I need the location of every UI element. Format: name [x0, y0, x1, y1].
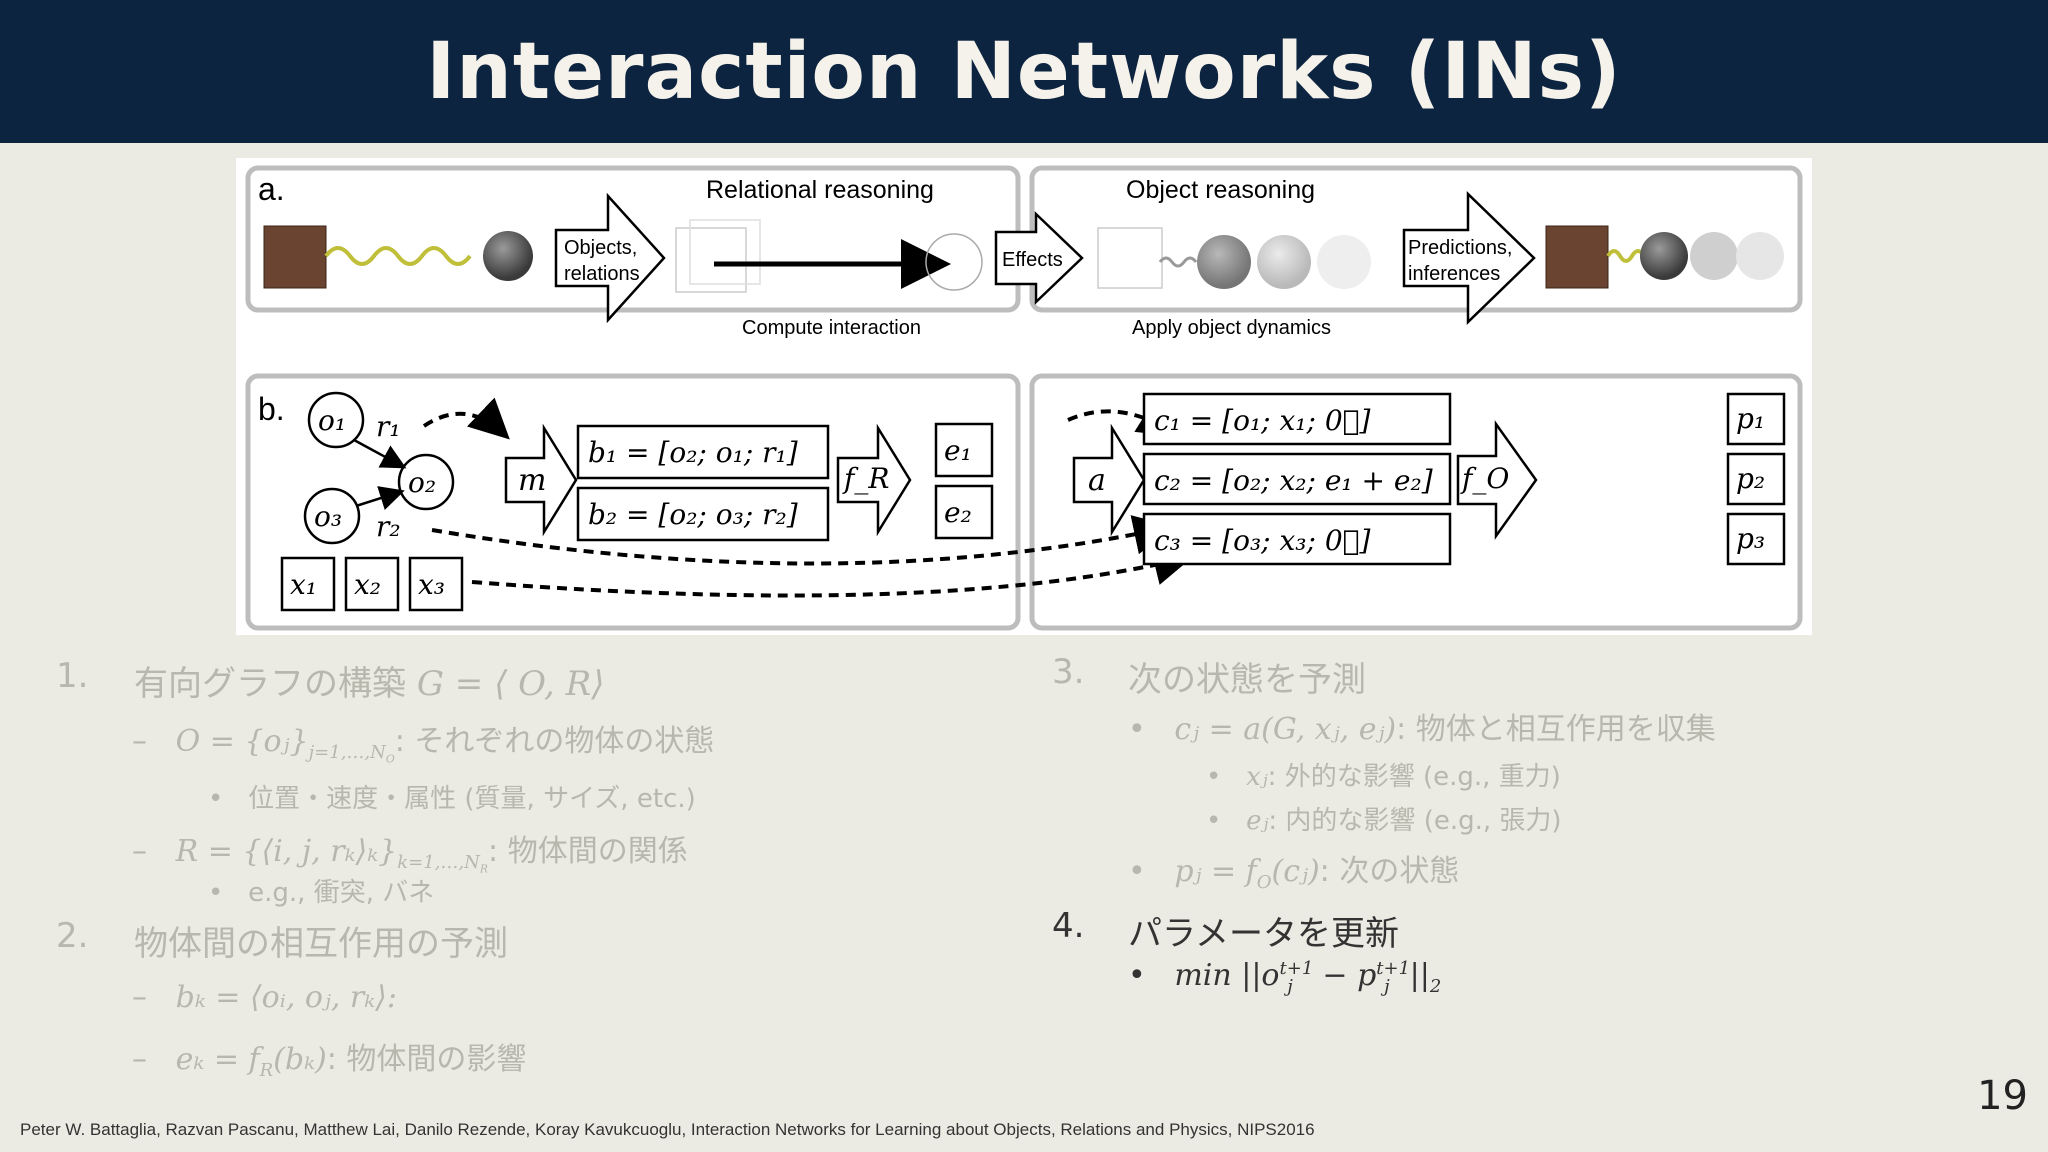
svg-text:x₁: x₁	[290, 568, 317, 601]
step-2-text: 物体間の相互作用の予測	[134, 924, 508, 964]
step-4-text: パラメータを更新	[1128, 914, 1399, 954]
svg-text:f_R: f_R	[842, 462, 889, 495]
bullet-objects-detail: • 位置・速度・属性 (質量, サイズ, etc.)	[208, 784, 696, 814]
svg-text:p₃: p₃	[1736, 522, 1765, 555]
compute-label: Compute interaction	[742, 317, 921, 339]
arrow-fR	[836, 423, 912, 537]
arrow-effects	[994, 211, 1084, 305]
arrow1-line2: relations	[564, 263, 640, 285]
svg-text:e₁: e₁	[944, 434, 972, 467]
svg-text:a: a	[1088, 463, 1106, 498]
page-number: 19	[1977, 1073, 2028, 1119]
arrow-m	[504, 423, 578, 537]
box-e1	[934, 422, 994, 478]
step-2-number: 2.	[56, 916, 89, 956]
bullet-bk: – bₖ = ⟨oᵢ, oⱼ, rₖ⟩:	[132, 980, 397, 1015]
step-1-text: 有向グラフの構築 G = ⟨ O, R⟩	[134, 664, 605, 704]
svg-text:x₂: x₂	[354, 568, 381, 601]
step-3-number: 3.	[1052, 652, 1085, 692]
arrow-predictions	[1402, 191, 1536, 325]
box-c3	[1142, 512, 1452, 566]
slide-title: Interaction Networks (INs)	[426, 26, 1622, 117]
svg-text:c₃ = [o₃; x₃; 0⃗]: c₃ = [o₃; x₃; 0⃗]	[1154, 524, 1370, 557]
box-e2	[934, 484, 994, 540]
svg-text:o₂: o₂	[408, 466, 436, 499]
apply-label: Apply object dynamics	[1132, 317, 1331, 339]
object-sphere-2	[1257, 235, 1311, 289]
bullet-ej: • eⱼ: 内的な影響 (e.g., 張力)	[1206, 806, 1562, 836]
title-bar: Interaction Networks (INs)	[0, 0, 2048, 143]
step-3-text: 次の状態を予測	[1128, 660, 1366, 700]
box-p3	[1726, 512, 1786, 566]
label-r2: r₂	[376, 510, 401, 543]
svg-text:e₂: e₂	[944, 496, 972, 529]
box-x3	[408, 556, 464, 612]
ball-right	[1640, 232, 1688, 280]
box-b1	[576, 424, 830, 480]
cube-left	[263, 225, 327, 289]
svg-text:x₃: x₃	[418, 568, 445, 601]
figure-diagram: a. Objects, relations Relational reasoni…	[245, 165, 1803, 631]
bullet-objects: – O = {oⱼ}j=1,…,NO: それぞれの物体の状態	[132, 724, 715, 766]
effects-label: Effects	[1002, 249, 1063, 271]
bullet-relations: – R = {⟨i, j, rₖ⟩ₖ}k=1,…,NR: 物体間の関係	[132, 834, 688, 876]
box-p1	[1726, 392, 1786, 446]
box-p2	[1726, 452, 1786, 506]
arrow-a	[1072, 423, 1146, 537]
arrow3-line1: Predictions,	[1408, 237, 1513, 259]
panel-b-letter: b.	[258, 391, 285, 427]
node-o3	[303, 487, 361, 545]
svg-text:b₂ = [o₂; o₃; r₂]: b₂ = [o₂; o₃; r₂]	[588, 498, 798, 531]
box-x1	[280, 556, 336, 612]
node-o1	[307, 391, 365, 449]
svg-text:f_O: f_O	[1460, 462, 1509, 495]
label-r1: r₁	[376, 410, 401, 443]
object-sphere-3	[1317, 235, 1371, 289]
ghost-cube-1	[675, 227, 747, 293]
box-b2	[576, 486, 830, 542]
node-o2	[397, 453, 455, 511]
bullet-xj: • xⱼ: 外的な影響 (e.g., 重力)	[1206, 762, 1561, 792]
arrow1-line1: Objects,	[564, 237, 637, 259]
box-c1	[1142, 392, 1452, 446]
panel-a-letter: a.	[258, 171, 285, 207]
ball-left	[483, 231, 533, 281]
bullet-min-loss: • min ||ot+1j − pt+1j||2	[1128, 958, 1442, 997]
object-title: Object reasoning	[1126, 176, 1315, 204]
bullet-ek: – eₖ = fR(bₖ): 物体間の影響	[132, 1042, 527, 1081]
svg-text:o₁: o₁	[318, 404, 346, 437]
svg-text:c₂ = [o₂; x₂; e₁ + e₂]: c₂ = [o₂; x₂; e₁ + e₂]	[1154, 464, 1433, 497]
step-1-number: 1.	[56, 656, 89, 696]
arrow-fO	[1456, 420, 1538, 540]
arrow-objects-relations	[554, 192, 666, 324]
object-sphere-1	[1197, 235, 1251, 289]
svg-text:m: m	[518, 463, 546, 498]
bullet-pj: • pⱼ = fO(cⱼ): 次の状態	[1128, 854, 1460, 893]
spring-left	[324, 246, 472, 266]
citation: Peter W. Battaglia, Razvan Pascanu, Matt…	[20, 1120, 1315, 1139]
relational-title: Relational reasoning	[706, 176, 934, 204]
step-4-number: 4.	[1052, 906, 1085, 946]
svg-text:b₁ = [o₂; o₁; r₁]: b₁ = [o₂; o₁; r₁]	[588, 436, 798, 469]
box-x2	[344, 556, 400, 612]
svg-text:p₁: p₁	[1736, 402, 1765, 435]
svg-text:o₃: o₃	[314, 500, 342, 533]
svg-text:c₁ = [o₁; x₁; 0⃗]: c₁ = [o₁; x₁; 0⃗]	[1154, 404, 1370, 437]
arrow3-line2: inferences	[1408, 263, 1500, 285]
ghost-sphere-1	[925, 233, 983, 291]
bullet-relations-detail: • e.g., 衝突, バネ	[208, 878, 435, 908]
svg-text:p₂: p₂	[1736, 462, 1765, 495]
interaction-network-figure: a. Objects, relations Relational reasoni…	[236, 158, 1812, 635]
box-c2	[1142, 452, 1452, 506]
cube-right	[1545, 225, 1609, 289]
bullet-cj: • cⱼ = a(G, xⱼ, eⱼ): 物体と相互作用を収集	[1128, 712, 1716, 747]
